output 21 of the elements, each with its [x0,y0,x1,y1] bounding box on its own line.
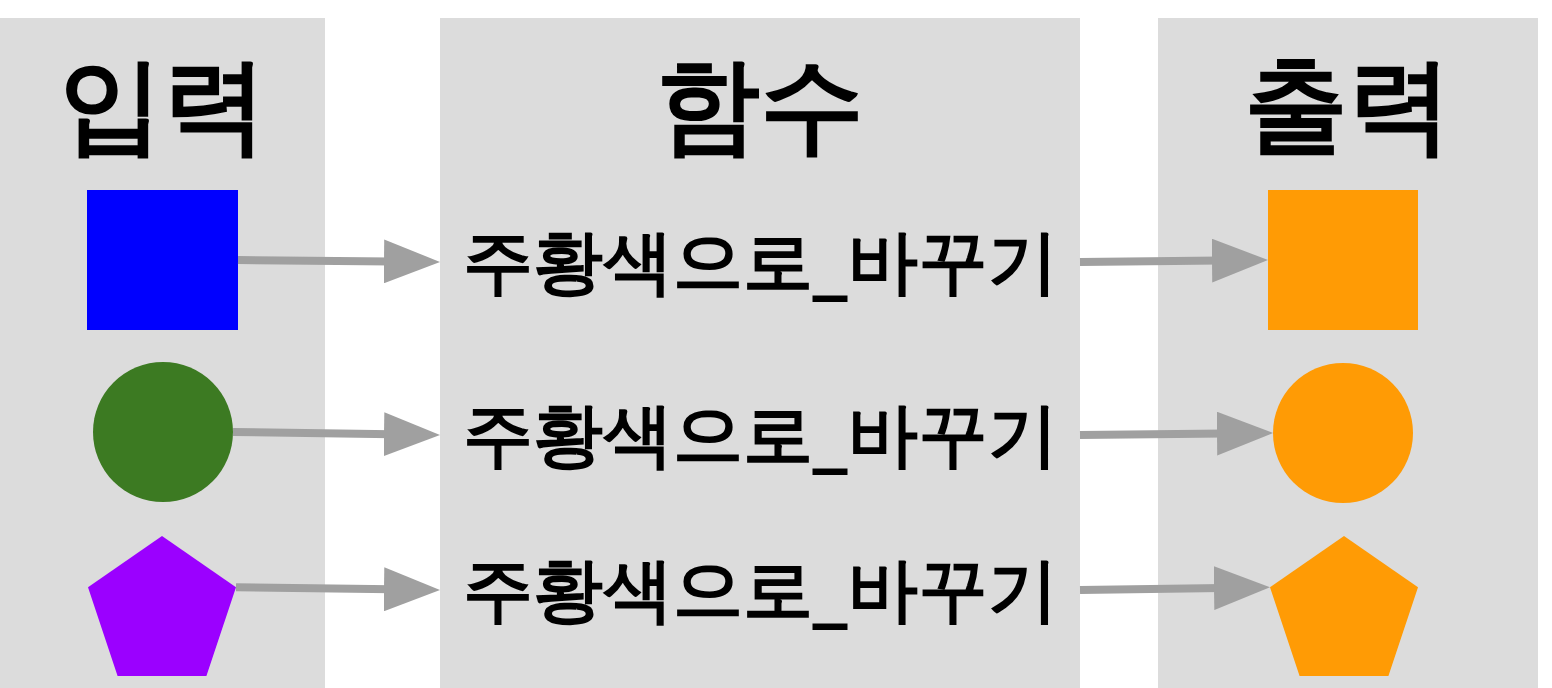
column-panel [1158,18,1538,688]
column-heading: 입력 [58,48,267,163]
arrow [232,412,441,457]
square [1268,190,1418,330]
function-name: 주황색으로_바꾸기 [462,394,1058,476]
arrow [1079,566,1271,611]
arrow [235,567,441,612]
arrow [237,239,441,284]
pentagon [1270,536,1418,676]
column-heading: 함수 [656,48,864,163]
pentagon [88,536,236,676]
square [87,190,238,330]
function-name: 주황색으로_바꾸기 [462,549,1058,631]
function-name: 주황색으로_바꾸기 [462,221,1058,303]
column-panel [440,18,1080,688]
circle [1273,363,1413,503]
circle [93,362,233,502]
column-heading: 출력 [1244,48,1452,163]
column-panel [0,18,325,688]
arrow [1079,238,1269,283]
arrow [1079,411,1274,456]
